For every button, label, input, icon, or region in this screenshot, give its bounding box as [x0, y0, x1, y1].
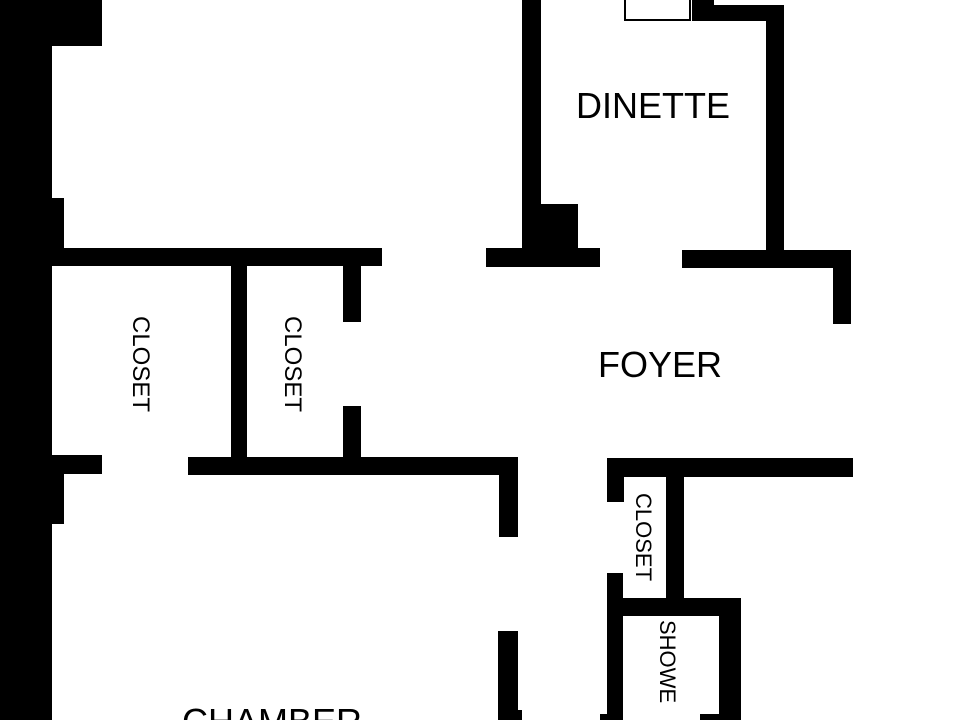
room-label-closet-right: CLOSET — [631, 493, 656, 581]
room-label-closet-left: CLOSET — [127, 316, 154, 412]
wall-dinette-top — [692, 5, 784, 21]
wall-dinette-top-post — [692, 0, 714, 21]
wall-dinette-bottom-left — [486, 248, 600, 267]
wall-closet-door-jamb-bottom — [343, 406, 361, 462]
wall-closets-bottom — [188, 457, 518, 475]
wall-closets-top — [52, 248, 382, 266]
room-label-foyer: FOYER — [598, 344, 722, 385]
exterior-wall-left — [0, 0, 52, 720]
wall-closet-divider — [231, 266, 247, 462]
exterior-wall-jog-upper — [52, 198, 64, 248]
wall-shower-stub-right — [700, 714, 720, 720]
room-label-dinette: DINETTE — [576, 85, 730, 126]
wall-closet-right-left-bottom — [607, 573, 623, 720]
room-label-chamber: CHAMBER — [182, 701, 362, 720]
wall-dinette-column — [541, 204, 578, 250]
room-labels: DINETTE FOYER CLOSET CLOSET CLOSET SHOWE… — [127, 85, 730, 720]
wall-foyer-right-stub — [833, 250, 851, 324]
wall-shower-stub-left — [600, 714, 620, 720]
wall-closets-bottom-left — [52, 455, 102, 474]
wall-chamber-jamb-lower — [498, 631, 518, 720]
wall-shower-right — [719, 598, 741, 720]
dinette-fixture — [624, 0, 691, 21]
walls — [0, 0, 853, 720]
wall-chamber-jamb-upper — [499, 457, 518, 537]
wall-dinette-right — [766, 5, 784, 268]
wall-closet-right-left-top — [607, 458, 624, 502]
wall-chamber-stub — [510, 710, 522, 720]
room-label-closet-middle: CLOSET — [279, 316, 306, 412]
wall-shower-top — [607, 598, 741, 616]
wall-dinette-left — [522, 0, 541, 250]
wall-closet-right-right — [666, 458, 684, 598]
room-label-shower: SHOWE — [655, 620, 680, 703]
exterior-wall-jog-lower — [52, 474, 64, 524]
wall-closet-door-jamb-top — [343, 266, 361, 322]
wall-foyer-bottom — [607, 458, 853, 477]
exterior-wall-top-block — [52, 0, 102, 46]
